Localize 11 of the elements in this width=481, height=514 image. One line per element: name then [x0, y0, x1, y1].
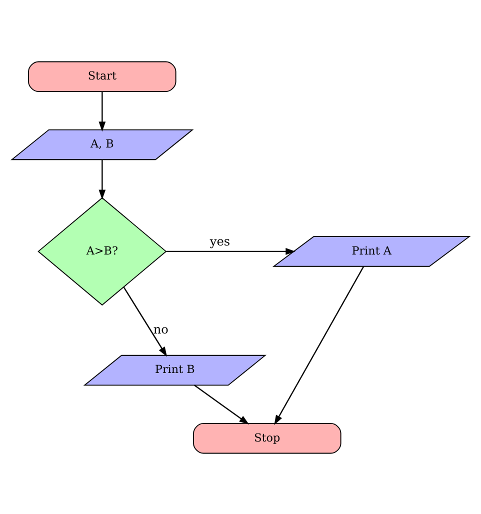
arrow — [274, 266, 364, 424]
arrow — [194, 384, 250, 424]
node-box: Stop — [193, 422, 342, 454]
node-box: Start — [28, 60, 176, 92]
node-diamond: A>B? — [38, 196, 167, 306]
edge-label: no — [153, 322, 168, 336]
edge-label: yes — [210, 234, 230, 248]
arrow — [98, 159, 106, 200]
arrow — [123, 286, 168, 356]
arrow — [98, 91, 106, 132]
arrow — [166, 247, 296, 254]
